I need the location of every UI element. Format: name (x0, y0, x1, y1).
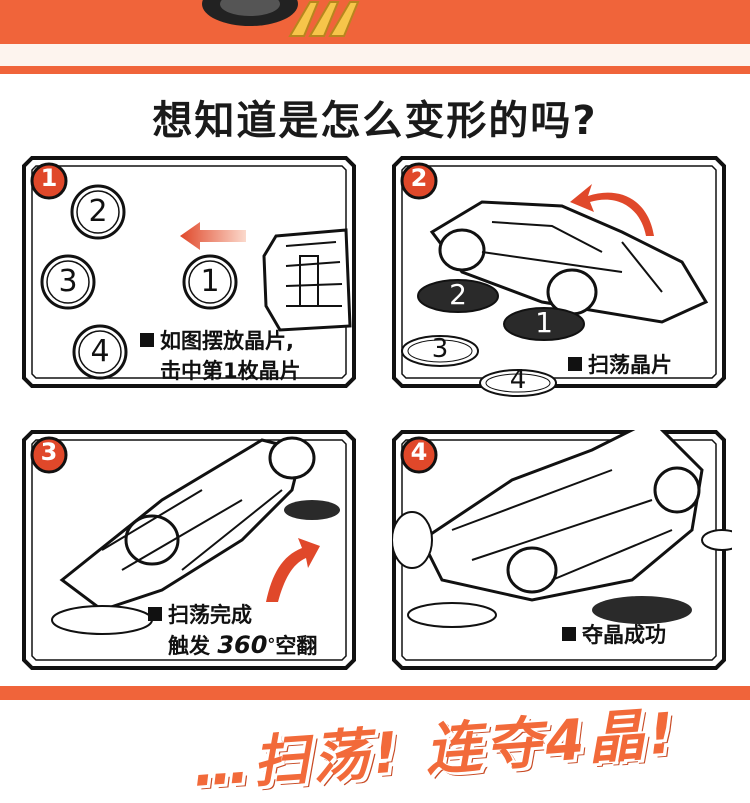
step-badge (400, 162, 438, 200)
step-badge (400, 436, 438, 474)
banner-stripe (0, 44, 750, 66)
step-caption: 如图摆放晶片, 击中第1枚晶片 (140, 326, 301, 386)
step-number: 1 (40, 164, 58, 192)
panel-frame (22, 430, 356, 670)
bullet-square (562, 627, 576, 641)
bullet-square (148, 607, 162, 621)
step-caption: 扫荡完成 触发 360°空翻 (148, 600, 317, 661)
step-panel-4: 4 夺晶成功 (392, 430, 732, 670)
robot-car-graphic (392, 430, 732, 628)
step-number: 3 (40, 438, 58, 466)
step-caption: 扫荡晶片 (568, 350, 672, 380)
step-panel-3: 3 扫荡完成 触发 360°空翻 (22, 430, 356, 670)
flying-car-graphic (51, 436, 340, 635)
step-number: 4 (410, 438, 428, 466)
step-caption: 夺晶成功 (562, 620, 666, 650)
panel-frame (392, 156, 726, 388)
bullet-square (568, 357, 582, 371)
step-panel-2: 2 2 1 3 4 扫荡晶片 (392, 156, 726, 397)
disc-1: 1 (182, 254, 238, 310)
slogan-text: …扫荡! 连夺4晶! (190, 701, 680, 800)
page-headline: 想知道是怎么变形的吗? (152, 98, 598, 144)
step-badge (30, 162, 68, 200)
disc-1: 1 (502, 306, 586, 342)
disc-4: 4 (72, 324, 128, 380)
disc-3: 3 (400, 334, 480, 368)
step-number: 2 (410, 164, 428, 192)
disc-2: 2 (416, 278, 500, 314)
step-panel-1: 1 2 3 1 4 如图摆放晶片, 击中第1枚晶片 (22, 156, 356, 388)
disc-3: 3 (40, 254, 96, 310)
panel-frame (22, 156, 356, 388)
curved-arrow-icon (570, 184, 654, 236)
top-banner (0, 0, 750, 74)
curved-arrow-icon (266, 538, 320, 602)
car-outline-graphic (262, 228, 352, 332)
disc-4: 4 (478, 365, 558, 398)
car-graphic (429, 200, 709, 324)
step-badge (30, 436, 68, 474)
banner-edge (0, 66, 750, 74)
disc-2: 2 (70, 184, 126, 240)
arrow-left-icon (180, 222, 246, 250)
bullet-square (140, 333, 154, 347)
banner-wheel-graphic (202, 0, 360, 37)
bottom-divider-bar (0, 686, 750, 700)
